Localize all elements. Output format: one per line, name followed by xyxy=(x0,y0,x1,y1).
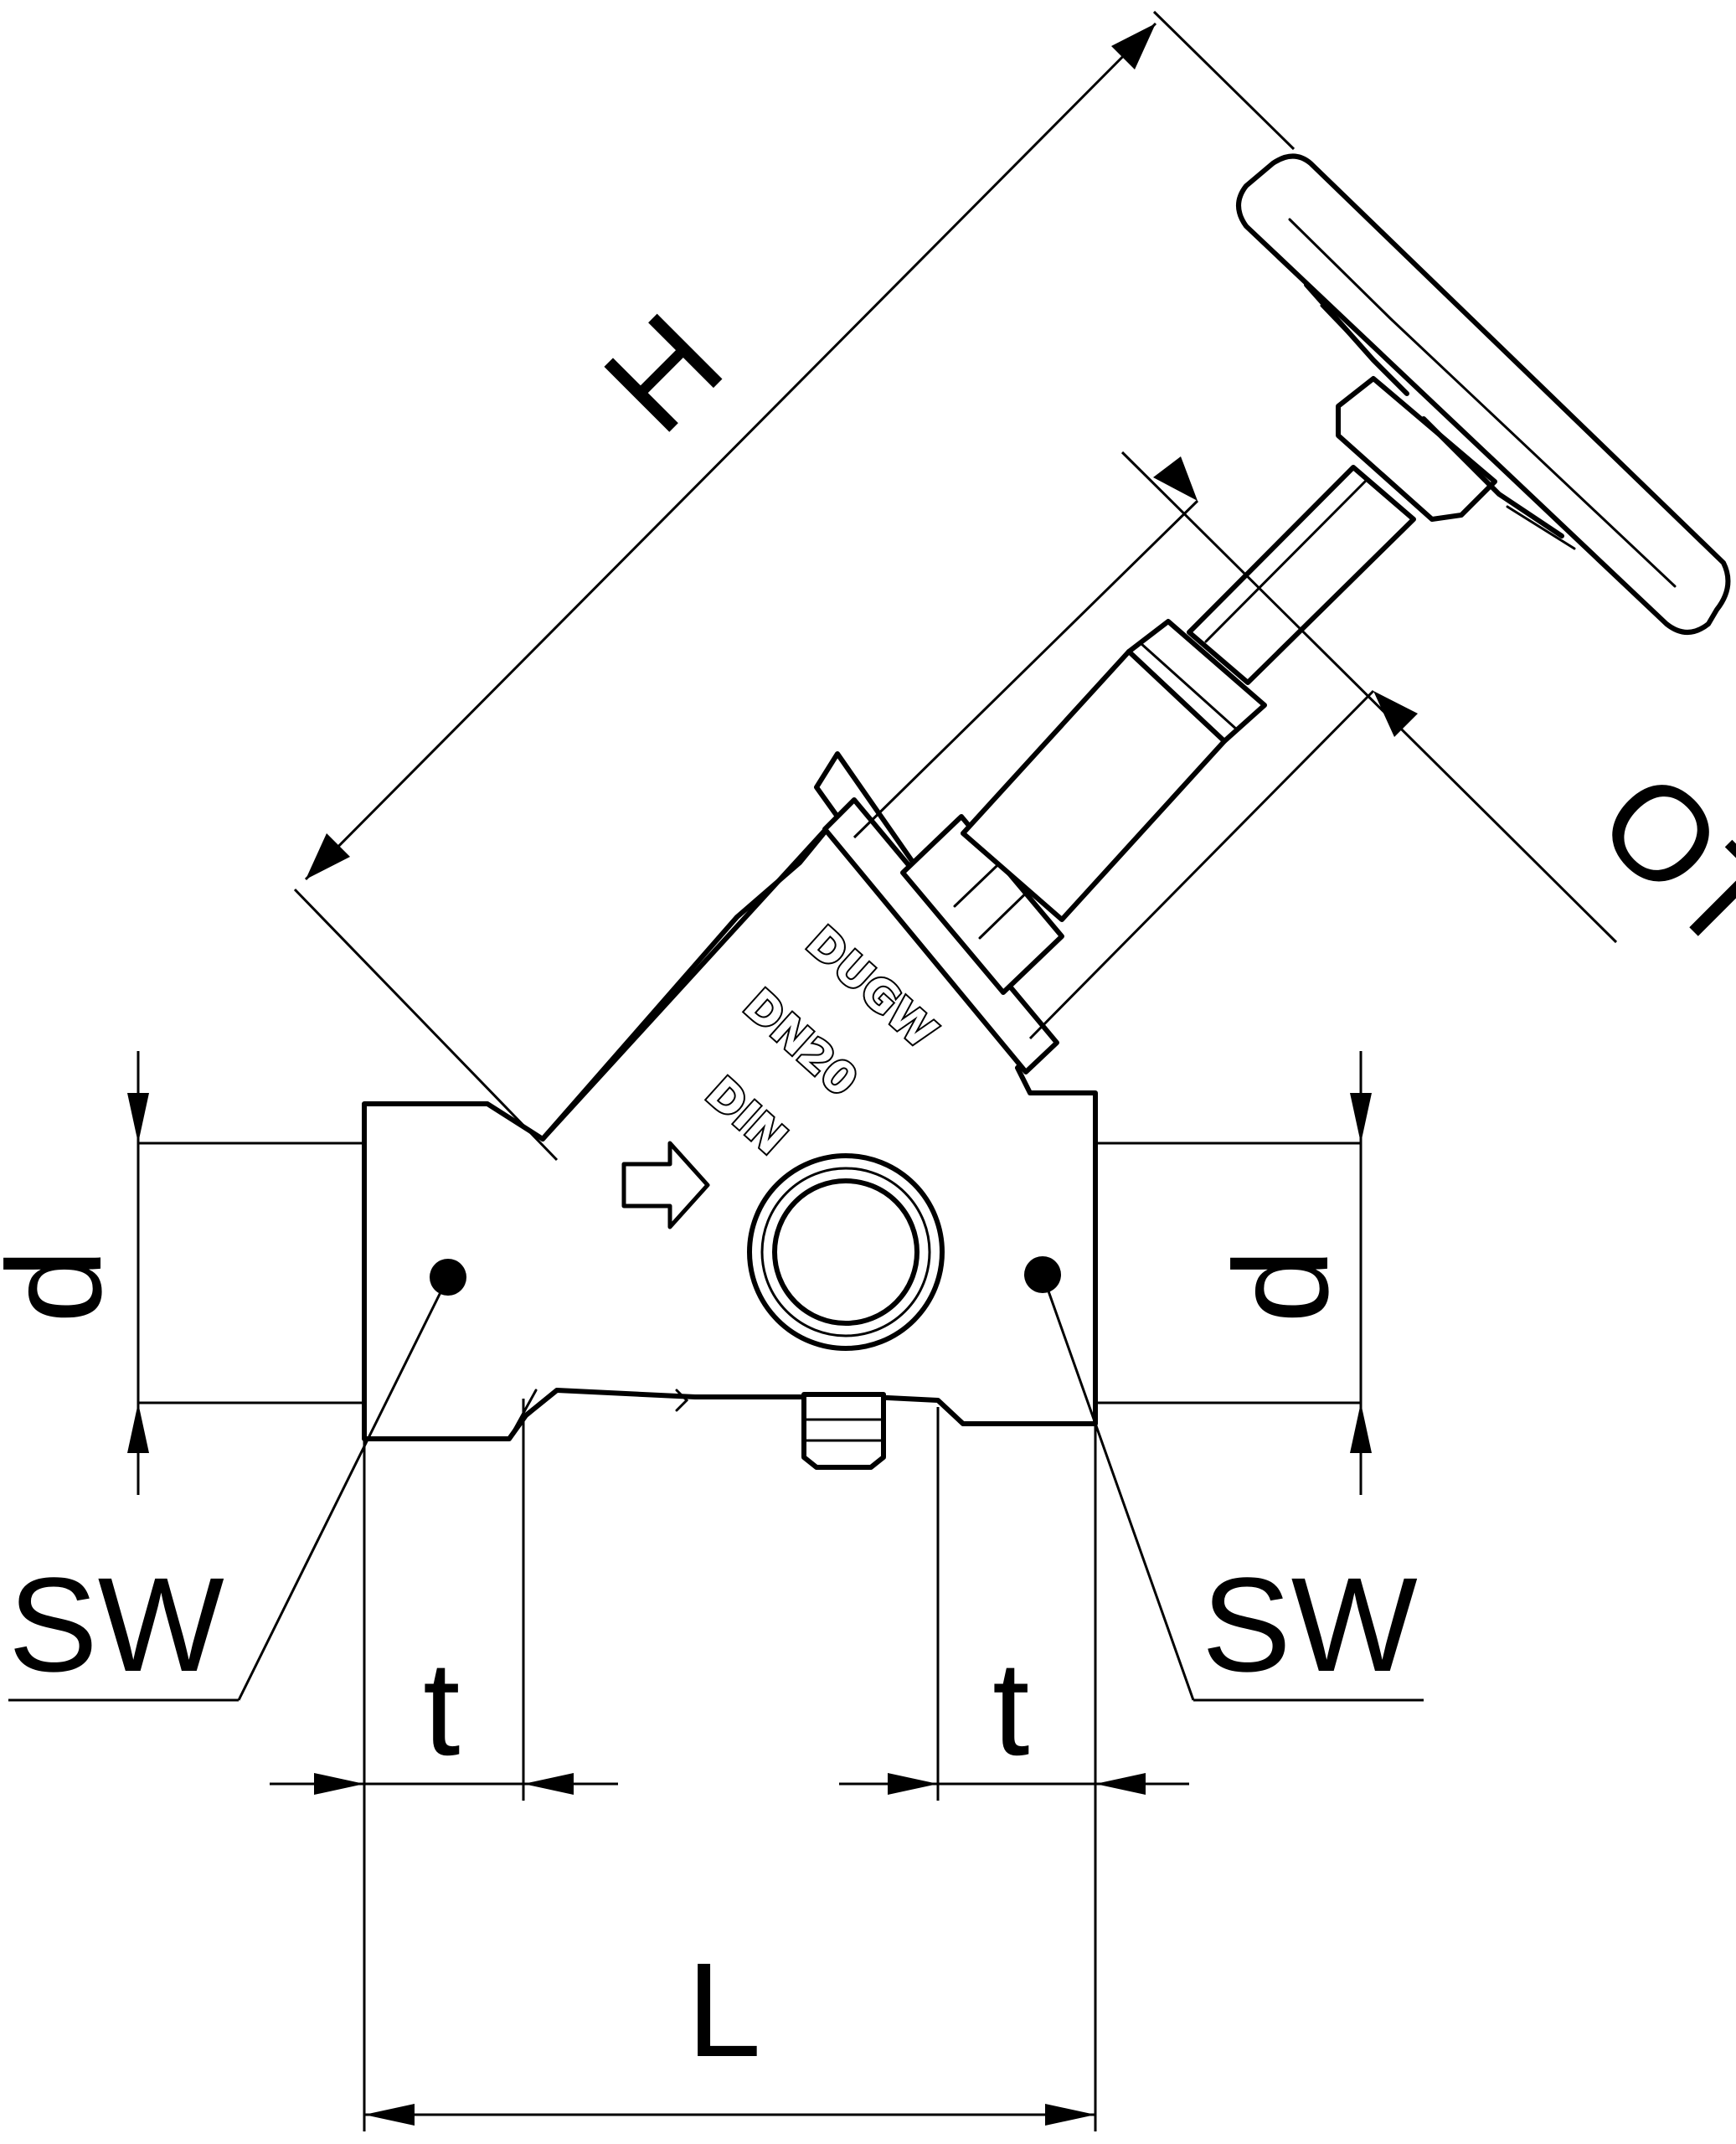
gland-housing xyxy=(961,619,1267,922)
leader-sw-right xyxy=(1041,1274,1424,1702)
drain-nipple xyxy=(801,1392,886,1470)
handwheel xyxy=(1236,153,1731,635)
dimension-d-left xyxy=(127,1051,364,1495)
handwheel-hub xyxy=(1336,376,1497,522)
dimension-d-right xyxy=(1095,1051,1372,1495)
label-t-left: t xyxy=(423,1633,460,1783)
bonnet-flange xyxy=(822,797,1059,1075)
label-t-right: t xyxy=(992,1633,1029,1783)
dimension-l xyxy=(364,2104,1095,2126)
spindle xyxy=(1187,465,1416,685)
test-port xyxy=(747,1153,945,1470)
leader-sw-left xyxy=(8,1276,450,1702)
dimension-ot xyxy=(853,451,1618,1040)
label-l: L xyxy=(687,1935,761,2085)
flow-arrow-icon xyxy=(621,1141,710,1229)
label-sw-right: SW xyxy=(1202,1549,1418,1699)
dimension-t-left xyxy=(270,1399,618,2131)
label-sw-left: SW xyxy=(8,1549,224,1699)
label-d-right: d xyxy=(1206,1249,1356,1323)
label-h: H xyxy=(575,286,750,460)
dimension-t-right xyxy=(839,1407,1189,2131)
label-ot: OT xyxy=(1571,743,1736,981)
handwheel-rim xyxy=(1236,153,1731,635)
dimension-h xyxy=(293,10,1296,1162)
label-d-left: d xyxy=(0,1249,129,1323)
